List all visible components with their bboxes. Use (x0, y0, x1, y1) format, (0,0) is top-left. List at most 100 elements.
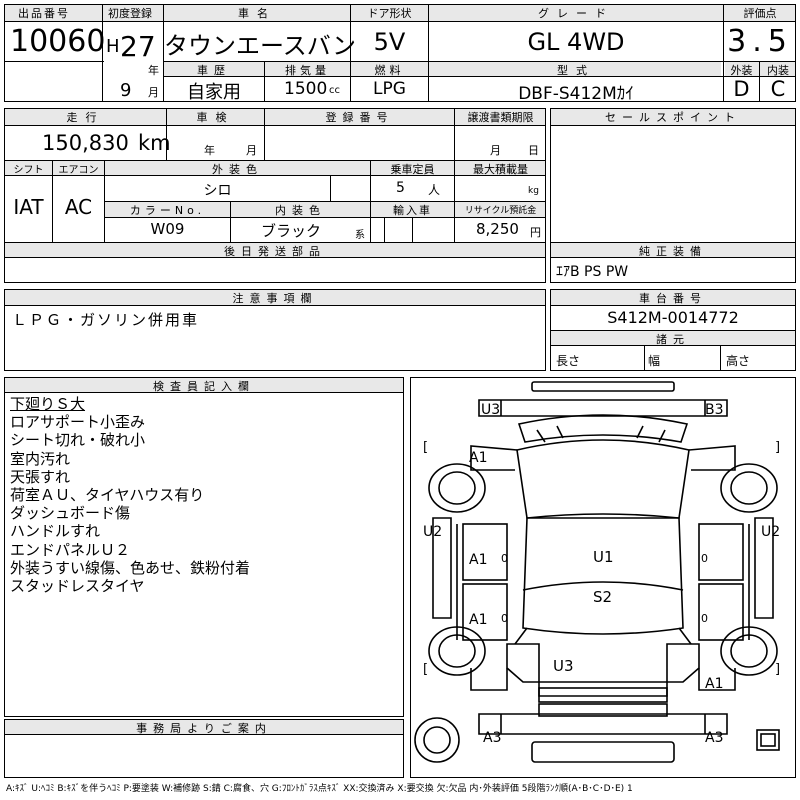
office-label: 事務局よりご案内 (136, 722, 272, 735)
damage-mark: A1 (705, 676, 724, 692)
office-block (4, 719, 404, 778)
door-label: ドア形状 (367, 7, 412, 20)
bracket: ] (775, 662, 781, 677)
genuine-label: 純正装備 (639, 245, 707, 258)
recycle: 8,250 (476, 220, 519, 238)
caution-label: 注意事項欄 (232, 292, 318, 305)
capacity-unit: 人 (428, 183, 441, 197)
inspector-line: 下廻りＳ大 (10, 395, 86, 413)
inspector-line: シート切れ・破れ小 (10, 431, 146, 450)
history: 自家用 (187, 82, 241, 103)
door: 5V (373, 28, 406, 56)
inspector-line: 荷室ＡＵ、タイヤハウス有り (10, 486, 205, 505)
inspector-line: 外装うすい線傷、色あせ、鉄粉付着 (10, 558, 251, 577)
transfer-day-unit: 日 (528, 144, 539, 157)
displacement-label: 排気量 (285, 64, 330, 77)
later-parts-label: 後日発送部品 (224, 245, 326, 258)
zero-mark: 0 (701, 612, 708, 625)
car-name: タウンエースバン (164, 32, 356, 60)
import-label: 輸入車 (393, 204, 432, 217)
era: H (106, 36, 120, 57)
damage-diagram: U3 B3 A1 [ ] U2 U2 A1 0 0 A1 0 0 U1 S2 U… (410, 377, 796, 778)
car-name-label: 車名 (238, 7, 276, 20)
grade-label: グレード (538, 7, 614, 20)
grade: GL 4WD (527, 28, 625, 56)
header-label-strip-2 (163, 62, 721, 76)
inspector-line: ダッシュボード傷 (10, 504, 131, 523)
ac-label: エアコン (58, 165, 99, 176)
transfer-month-unit: 月 (490, 144, 501, 157)
inspection-month-unit: 月 (246, 144, 257, 157)
score-label: 評価点 (743, 7, 777, 20)
damage-mark: A1 (469, 552, 488, 568)
year-unit: 年 (148, 64, 159, 77)
mileage-label: 走行 (66, 111, 105, 124)
score: 3.5 (727, 24, 793, 59)
vehicle-info-block (4, 108, 546, 283)
int-color-suffix: 系 (355, 230, 365, 241)
lot-no-label: 出品番号 (18, 7, 70, 20)
damage-mark: U2 (423, 524, 443, 540)
inspection-label: 車検 (196, 111, 235, 124)
displacement-unit: cc (329, 85, 340, 96)
length-label: 長さ (556, 354, 581, 368)
transfer-label: 譲渡書類期限 (467, 111, 534, 124)
width-label: 幅 (648, 354, 661, 368)
inspector-line: エンドパネルＵ２ (10, 540, 131, 559)
mileage: 150,830 (42, 131, 129, 155)
damage-mark: U3 (481, 402, 501, 418)
reg-no-label: 登録番号 (325, 111, 394, 124)
history-label: 車歴 (197, 64, 231, 77)
bracket: [ (423, 440, 429, 455)
first-reg-year: 27 (120, 30, 156, 63)
inspector-notes: 下廻りＳ大 ロアサポート小歪み シート切れ・破れ小 室内汚れ 天張すれ 荷室ＡＵ… (10, 395, 250, 595)
bracket: [ (423, 662, 429, 677)
dims-label: 諸元 (656, 333, 690, 346)
mileage-unit: km (138, 131, 171, 155)
damage-mark: U1 (593, 548, 614, 566)
recycle-unit: 円 (530, 226, 541, 239)
model: DBF-S412Mｶｲ (518, 84, 634, 104)
damage-mark: A3 (705, 730, 724, 746)
damage-mark: S2 (593, 588, 613, 606)
damage-mark: A1 (469, 612, 488, 628)
month-unit: 月 (148, 86, 159, 99)
capacity: 5 (396, 180, 405, 196)
int-color: ブラック (260, 222, 321, 240)
sales-point-label: セールスポイント (605, 111, 741, 124)
fuel-label: 燃料 (374, 64, 405, 77)
caution-block (4, 289, 546, 371)
int-color-label: 内装色 (275, 204, 326, 217)
inspection-year-unit: 年 (204, 144, 215, 157)
displacement: 1500 (284, 79, 328, 99)
header-block (4, 4, 796, 102)
color-no-label: カラーNo. (129, 204, 206, 217)
inspector-line: スタッドレスタイヤ (10, 577, 145, 596)
fuel: LPG (373, 79, 406, 99)
caution-text: ＬＰＧ・ガソリン併用車 (12, 311, 200, 329)
damage-mark: A1 (469, 450, 488, 466)
genuine-equipment: ｴｱB PS PW (556, 264, 629, 280)
zero-mark: 0 (501, 552, 508, 565)
exterior-label: 外装 (730, 64, 753, 77)
inspector-line: 天張すれ (10, 467, 71, 486)
zero-mark: 0 (701, 552, 708, 565)
shift: IAT (13, 195, 44, 219)
header-label-strip-3 (725, 62, 795, 76)
damage-mark: A3 (483, 730, 502, 746)
lot-no: 10060 (10, 24, 106, 59)
first-reg-label: 初度登録 (108, 7, 152, 20)
interior-grade: C (770, 77, 786, 101)
model-label: 型式 (557, 64, 595, 77)
zero-mark: 0 (501, 612, 508, 625)
sales-point-block (550, 108, 796, 283)
inspector-line: ロアサポート小歪み (10, 413, 146, 432)
ext-color: シロ (203, 183, 232, 199)
exterior-grade: D (733, 77, 750, 101)
inspector-line: ハンドルすれ (10, 522, 101, 541)
chassis-label: 車台番号 (639, 292, 707, 305)
damage-mark: U2 (761, 524, 781, 540)
header-label-strip (5, 5, 795, 21)
ac: AC (64, 195, 93, 219)
chassis-number: S412M-0014772 (607, 308, 739, 327)
